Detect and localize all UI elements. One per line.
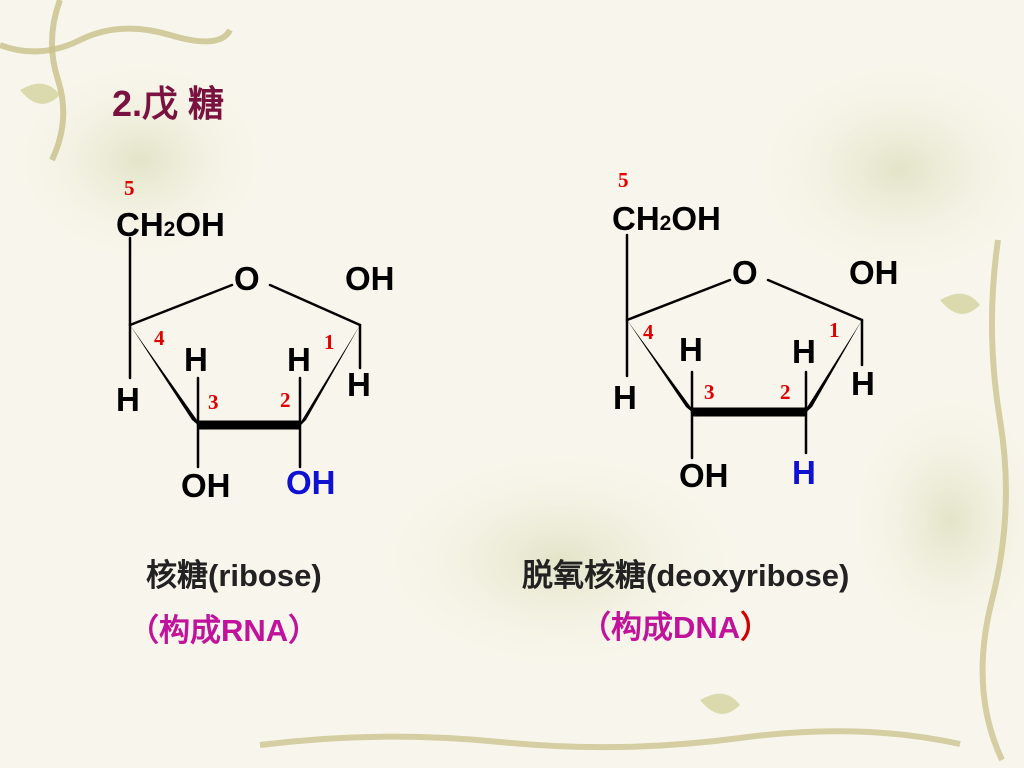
ribose-c4-h: H (116, 381, 140, 418)
deoxyribose-c3-oh: OH (679, 457, 729, 494)
ribose-wedge-left (130, 325, 204, 430)
slide-title: 2.戊 糖 (112, 83, 225, 124)
deoxyribose-c3-h: H (679, 331, 703, 368)
deoxyribose-subscript-2: 2 (659, 212, 672, 235)
ribose-c2-oh: OH (286, 464, 336, 501)
foliage-blot (740, 50, 1024, 290)
ribose-name: 核糖(ribose) (146, 558, 322, 593)
ribose-carbon-4-label: 4 (154, 326, 165, 350)
ribose-carbon-1-label: 1 (324, 330, 335, 354)
ribose-ch-text: CH (116, 206, 164, 243)
foliage-blot (0, 50, 280, 270)
deoxyribose-c2-h-bottom: H (792, 454, 816, 491)
deoxyribose-c1-oh: OH (849, 254, 899, 291)
vine-top (0, 25, 233, 55)
deoxyribose-note-close: ） (740, 610, 772, 645)
leaf (940, 293, 980, 314)
deoxyribose-ring-oxygen: O (732, 254, 758, 291)
ribose-ch2oh-group: CH2OH (116, 208, 225, 241)
ribose-carbon-3-label: 3 (208, 390, 219, 414)
deoxyribose-carbon-1-label: 1 (829, 318, 840, 342)
ribose-oh-text: OH (175, 206, 225, 243)
deoxyribose-ch2oh-group: CH2OH (612, 202, 721, 235)
vine-right (979, 239, 1009, 762)
ribose-note: （构成RNA） (128, 613, 320, 648)
vine-bottom (259, 728, 961, 751)
ribose-subscript-2: 2 (163, 218, 176, 241)
deoxyribose-ch-text: CH (612, 200, 660, 237)
leaf (20, 83, 60, 104)
ribose-c1-h: H (347, 366, 371, 403)
deoxyribose-c1-h: H (851, 365, 875, 402)
ribose-c2-h: H (287, 341, 311, 378)
vine-left (49, 0, 67, 162)
deoxyribose-note: （构成DNA） (580, 612, 771, 643)
deoxyribose-c2-h-top: H (792, 333, 816, 370)
deoxyribose-wedge-left (627, 320, 698, 417)
ribose-c1-oh: OH (345, 260, 395, 297)
deoxyribose-carbon-2-label: 2 (780, 380, 791, 404)
ribose-ring-oxygen: O (234, 260, 260, 297)
deoxyribose-name: 脱氧核糖(deoxyribose) (522, 558, 850, 593)
ribose-c3-oh: OH (181, 467, 231, 504)
ribose-c3-h: H (184, 341, 208, 378)
deoxyribose-carbon-5-label: 5 (618, 168, 629, 192)
deoxyribose-carbon-4-label: 4 (643, 320, 654, 344)
deoxyribose-c4-h: H (613, 379, 637, 416)
ribose-carbon-2-label: 2 (280, 388, 291, 412)
ribose-wedge-right (296, 325, 360, 430)
foliage-blot (840, 380, 1024, 660)
deoxyribose-note-main: （构成DNA (580, 610, 741, 645)
deoxyribose-carbon-3-label: 3 (704, 380, 715, 404)
deoxyribose-bonds (625, 233, 864, 460)
deoxyribose-wedge-right (801, 320, 862, 417)
ribose-carbon-5-label: 5 (124, 176, 135, 200)
deoxyribose-oh-text: OH (671, 200, 721, 237)
ribose-bonds (128, 236, 362, 469)
foliage-blot (360, 440, 760, 680)
leaf (700, 693, 740, 714)
